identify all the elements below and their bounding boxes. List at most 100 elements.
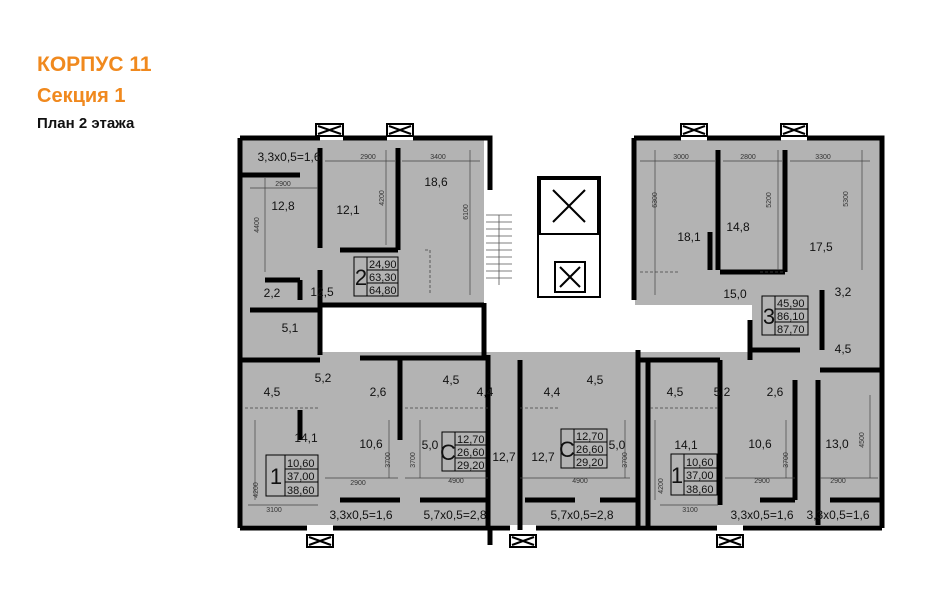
room-count: 1: [671, 463, 683, 488]
ventilation-icons: [306, 123, 808, 548]
living-area: 24,90: [369, 259, 397, 271]
apartment-one-room-left[interactable]: 4,5 5,2 2,6 14,1 10,6 3,3x0,5=1,6 3700 2…: [253, 371, 393, 522]
dimension: 4400: [254, 217, 261, 233]
vent-icon: [306, 534, 334, 548]
room-area: 15,0: [723, 287, 747, 301]
dimension: 2900: [360, 154, 376, 161]
balcony-area: 5,7x0,5=2,8: [550, 508, 613, 522]
room-area: 4,5: [443, 373, 460, 387]
total-area-with-balcony: 64,80: [369, 285, 397, 297]
room-area: 14,1: [674, 438, 698, 452]
dimension: 6300: [652, 192, 659, 208]
room-area: 4,5: [667, 385, 684, 399]
balcony-area: 3,3x0,5=1,6: [329, 508, 392, 522]
room-area: 5,2: [714, 385, 731, 399]
room-area: 2,6: [767, 385, 784, 399]
total-area: 86,10: [777, 311, 805, 323]
room-area: 2,6: [370, 385, 387, 399]
room-area: 3,2: [835, 285, 852, 299]
dimension: 5200: [766, 192, 773, 208]
room-area: 12,1: [336, 203, 360, 217]
dimension: 3700: [385, 452, 392, 468]
dimension: 5300: [843, 191, 850, 207]
room-count: 2: [355, 265, 367, 290]
room-area: 4,5: [264, 385, 281, 399]
living-area: 12,70: [576, 431, 604, 443]
room-area: 4,4: [477, 385, 494, 399]
living-area: 45,90: [777, 298, 805, 310]
room-area: 5,0: [422, 438, 439, 452]
total-area-with-balcony: 29,20: [457, 460, 485, 472]
dimension: 4200: [658, 478, 665, 494]
dimension: 2900: [754, 478, 770, 485]
apartment-area-box: 2 24,90 63,30 64,80: [353, 256, 399, 297]
dimension: 2900: [350, 480, 366, 487]
total-area: 26,60: [576, 444, 604, 456]
building-title: КОРПУС 11: [37, 53, 152, 76]
dimension: 4500: [859, 432, 866, 448]
vent-icon: [509, 534, 537, 548]
dimension: 3400: [430, 154, 446, 161]
room-area: 5,2: [315, 371, 332, 385]
total-area: 26,60: [457, 447, 485, 459]
vent-icon: [315, 123, 344, 137]
balcony-area: 3,3x0,5=1,6: [806, 508, 869, 522]
room-count: 1: [270, 464, 282, 489]
apartment-area-box: 1 10,60 37,00 38,60: [670, 453, 718, 496]
dimension: 3100: [266, 507, 282, 514]
room-area: 18,6: [424, 175, 448, 189]
vent-icon: [386, 123, 414, 137]
dimension: 3700: [622, 452, 629, 468]
room-area: 4,5: [587, 373, 604, 387]
room-area: 12,5: [310, 285, 334, 299]
room-area: 12,7: [531, 450, 555, 464]
room-area: 5,1: [282, 321, 299, 335]
room-area: 12,7: [492, 450, 516, 464]
floor-plan-title: План 2 этажа: [37, 115, 135, 132]
apartment-area-box: 1 10,60 37,00 38,60: [265, 454, 319, 497]
vent-icon: [716, 534, 744, 548]
dimension: 4200: [253, 482, 260, 498]
room-count: С: [559, 437, 575, 462]
total-area-with-balcony: 29,20: [576, 457, 604, 469]
room-area: 2,2: [264, 286, 281, 300]
room-fills: [240, 140, 882, 525]
total-area-with-balcony: 38,60: [287, 485, 315, 497]
dimension: 3700: [410, 452, 417, 468]
apartment-three-room[interactable]: 3000 6300 2800 5200 3300 5300 18,1 14,8 …: [652, 154, 852, 356]
apartment-studio-left[interactable]: 4,5 4,4 5,0 12,7 5,7x0,5=2,8 3700 4900 С…: [410, 373, 516, 522]
room-area: 5,0: [609, 438, 626, 452]
section-title: Секция 1: [37, 85, 126, 107]
room-area: 18,1: [677, 230, 701, 244]
total-area: 37,00: [287, 471, 315, 483]
total-area-with-balcony: 87,70: [777, 324, 805, 336]
corner-room[interactable]: 13,0 3,3x0,5=1,6 4500 2900: [806, 432, 869, 522]
dimension: 2900: [275, 181, 291, 188]
apartment-area-box: 3 45,90 86,10 87,70: [761, 295, 809, 336]
living-area: 12,70: [457, 434, 485, 446]
dimension: 3700: [783, 452, 790, 468]
vent-icon: [780, 123, 808, 137]
living-area: 10,60: [686, 457, 714, 469]
balcony-area: 3,3x0,5=1,6: [730, 508, 793, 522]
apartment-studio-right[interactable]: 4,4 4,5 12,7 5,0 5,7x0,5=2,8 3700 4900 С…: [531, 373, 629, 522]
stairs: [486, 214, 512, 285]
dimension: 4200: [379, 190, 386, 206]
dimension: 4900: [448, 478, 464, 485]
apartment-area-box: С 12,70 26,60 29,20: [440, 431, 489, 472]
dimension: 3100: [682, 507, 698, 514]
apartment-one-room-right[interactable]: 4,5 5,2 2,6 14,1 10,6 3,3x0,5=1,6 3700 2…: [658, 385, 794, 522]
elevator-1: [539, 178, 599, 235]
room-area: 10,6: [748, 437, 772, 451]
room-area: 4,4: [544, 385, 561, 399]
elevator-2: [554, 261, 586, 293]
dashed-zone-lines: [245, 249, 785, 409]
total-area-with-balcony: 38,60: [686, 484, 714, 496]
room-count: С: [440, 440, 456, 465]
total-area: 37,00: [686, 470, 714, 482]
dimension: 4900: [572, 478, 588, 485]
apartment-two-room[interactable]: 3,3x0,5=1,6 2900 4400 2900 4200 3400 610…: [254, 150, 470, 335]
room-count: 3: [763, 304, 775, 329]
balcony-area: 3,3x0,5=1,6: [257, 150, 320, 164]
